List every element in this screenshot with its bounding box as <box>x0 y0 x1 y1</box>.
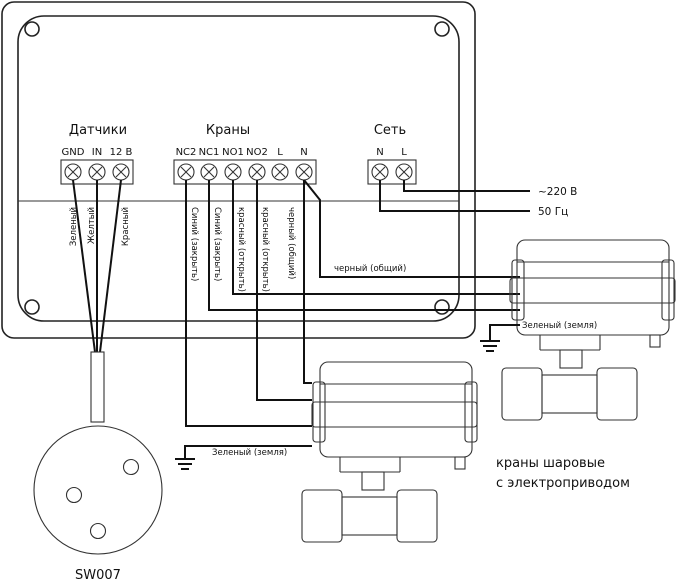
ball-valve-right-icon <box>501 239 676 421</box>
sensor-model-label: SW007 <box>75 568 121 583</box>
screw-terminal-icon <box>177 163 195 181</box>
valves-caption-line2: с электроприводом <box>496 476 630 491</box>
screw-terminal-icon <box>88 163 106 181</box>
terminal-label-power-l: L <box>401 147 407 158</box>
terminal-label-nc2: NC2 <box>176 147 197 158</box>
power-frequency-label: 50 Гц <box>538 206 568 218</box>
group-label-valves: Краны <box>206 123 250 138</box>
ball-valve-left-icon <box>301 361 478 543</box>
screw-hole-top-left <box>24 21 40 37</box>
screw-terminal-icon <box>200 163 218 181</box>
screw-terminal-icon <box>271 163 289 181</box>
wire-label-red-no2: красный (открыть) <box>260 207 270 292</box>
ground-icon <box>480 324 520 352</box>
sensor-wires <box>72 179 122 423</box>
wire-label-red: Красный <box>121 207 131 246</box>
terminal-label-12v: 12 В <box>110 147 133 158</box>
screw-hole-bottom-left <box>24 299 40 315</box>
terminal-label-in: IN <box>92 147 102 158</box>
wire-label-black: черный (общий) <box>286 207 296 279</box>
screw-terminal-icon <box>395 163 413 181</box>
screw-terminal-icon <box>224 163 242 181</box>
screw-terminal-icon <box>64 163 82 181</box>
screw-terminal-icon <box>248 163 266 181</box>
valve-wires <box>185 179 520 427</box>
valves-caption-line1: краны шаровые <box>496 456 605 471</box>
leak-sensor-icon <box>33 425 163 555</box>
group-label-power: Сеть <box>374 123 406 138</box>
terminal-label-power-n: N <box>376 147 383 158</box>
screw-terminal-icon <box>112 163 130 181</box>
wire-label-red-no1: красный (открыть) <box>236 207 246 292</box>
screw-terminal-icon <box>295 163 313 181</box>
valve-terminal-block <box>173 159 317 185</box>
power-voltage-label: ~220 В <box>538 186 577 198</box>
screw-terminal-icon <box>371 163 389 181</box>
terminal-label-n: N <box>300 147 307 158</box>
screw-hole-bottom-right <box>434 299 450 315</box>
terminal-label-no2: NO2 <box>246 147 268 158</box>
wire-label-blue-nc2: Синий (закрыть) <box>189 207 199 281</box>
ground-icon <box>175 445 312 470</box>
power-wires <box>379 180 530 212</box>
wire-label-blue-nc1: Синий (закрыть) <box>212 207 222 281</box>
terminal-label-l: L <box>277 147 283 158</box>
wire-label-ground-right: Зеленый (земля) <box>522 321 597 331</box>
wire-label-ground-left: Зеленый (земля) <box>212 448 287 458</box>
wire-label-green: Зеленый <box>69 207 79 246</box>
wire-label-black-common: черный (общий) <box>334 264 406 274</box>
power-terminal-block <box>367 159 417 185</box>
terminal-label-gnd: GND <box>62 147 85 158</box>
terminal-label-nc1: NC1 <box>199 147 220 158</box>
sensor-cable-sleeve <box>90 351 105 423</box>
screw-hole-top-right <box>434 21 450 37</box>
wire-label-yellow: Желтый <box>87 207 97 244</box>
controller-box <box>1 1 476 339</box>
terminal-label-no1: NO1 <box>222 147 244 158</box>
group-label-sensors: Датчики <box>69 123 127 138</box>
